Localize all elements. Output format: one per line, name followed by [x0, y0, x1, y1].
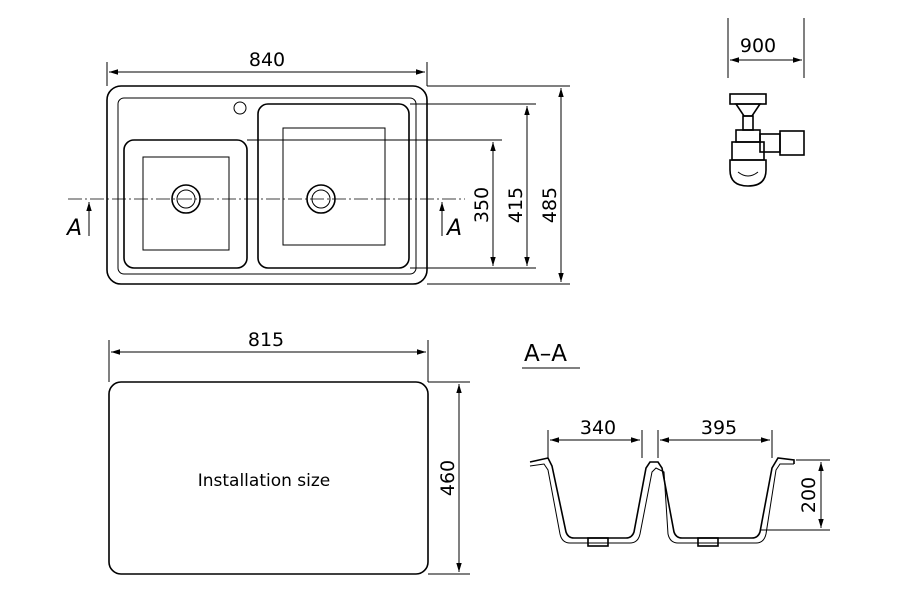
- siphon-bowl: [729, 159, 767, 187]
- siphon-detail: [737, 171, 759, 177]
- sink-outer-outline: [106, 85, 428, 285]
- left-bowl-bottom: [142, 156, 230, 251]
- section-profile-inner: [529, 463, 794, 544]
- cutout-view: 815 Installation size 460: [108, 329, 470, 575]
- section-view: A–A 340 395 200: [522, 341, 830, 547]
- cutout-caption: Installation size: [198, 471, 331, 491]
- top-view: 840 350 415 485 A A: [65, 49, 570, 285]
- dim-label-840: 840: [249, 49, 285, 71]
- siphon-nut: [735, 129, 761, 143]
- section-title: A–A: [524, 341, 567, 367]
- right-bowl-bottom: [282, 127, 386, 246]
- section-right-drain: [697, 537, 719, 547]
- dim-label-350: 350: [471, 187, 493, 223]
- dim-label-395: 395: [701, 417, 737, 439]
- section-mark-right: A: [445, 216, 462, 241]
- right-bowl-outline: [257, 103, 410, 269]
- section-profile-outer: [529, 457, 795, 539]
- dim-label-460: 460: [437, 460, 459, 496]
- dim-label-415: 415: [505, 187, 527, 223]
- section-left-drain: [587, 537, 609, 547]
- cutout-outline: [108, 381, 429, 575]
- dim-label-485: 485: [539, 187, 561, 223]
- siphon-funnel: [734, 103, 762, 117]
- sink-inner-rim: [117, 97, 417, 275]
- dim-label-340: 340: [580, 417, 616, 439]
- siphon-icon: [729, 93, 805, 187]
- siphon-side-pipe: [759, 133, 781, 153]
- siphon-top-flange: [729, 93, 767, 105]
- siphon-neck: [742, 115, 754, 131]
- dim-label-815: 815: [248, 329, 284, 351]
- siphon-view: 900: [727, 18, 805, 187]
- dim-label-900: 900: [740, 35, 776, 57]
- tap-hole: [233, 101, 247, 115]
- section-mark-left: A: [65, 216, 82, 241]
- siphon-outlet: [779, 130, 805, 156]
- dim-label-200: 200: [798, 477, 820, 513]
- left-bowl-outline: [123, 139, 248, 269]
